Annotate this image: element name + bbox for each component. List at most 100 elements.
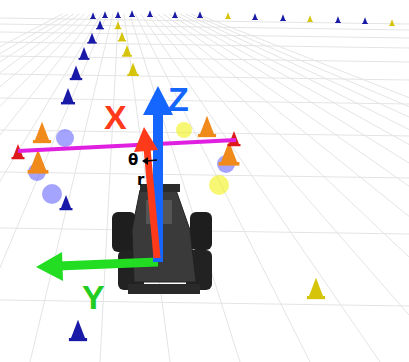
cone-body	[363, 17, 367, 23]
track-cone	[389, 19, 395, 26]
cone-base	[172, 17, 178, 18]
track-cone	[115, 11, 121, 18]
track-cone	[172, 11, 178, 18]
track-cone	[90, 12, 96, 19]
cone-base	[307, 21, 313, 22]
magenta-bar	[18, 140, 236, 151]
grid-line	[0, 14, 96, 362]
cone-base	[198, 134, 216, 137]
cone-body	[173, 11, 177, 17]
theta-arrowhead	[142, 157, 148, 165]
cone-body	[336, 16, 340, 22]
cone-body	[253, 13, 257, 19]
cone-base	[122, 55, 132, 57]
axis-label: Z	[168, 82, 189, 116]
track-cone	[28, 149, 49, 173]
cone-body	[97, 20, 103, 28]
cone-base	[280, 20, 286, 21]
cone-base	[70, 78, 82, 80]
cone-base	[252, 19, 258, 20]
track-cone	[225, 12, 231, 19]
cone-body	[130, 10, 134, 16]
track-cone	[33, 122, 51, 143]
track-cone	[102, 11, 108, 18]
cone-base	[389, 25, 395, 26]
cone-base	[129, 16, 135, 17]
cone-base	[219, 162, 240, 166]
grid-line	[0, 300, 409, 306]
track-cone	[197, 11, 203, 18]
estimate-circle	[209, 175, 229, 195]
axis-label: r	[137, 173, 144, 188]
cone-body	[226, 12, 230, 18]
cone-body	[61, 195, 71, 208]
track-cone	[69, 320, 87, 341]
track-cone	[70, 66, 82, 81]
cone-base	[90, 18, 96, 19]
theta-arrow	[147, 160, 157, 161]
track-cone	[307, 15, 313, 22]
grid-line	[141, 14, 380, 362]
cone-base	[96, 28, 104, 29]
cone-base	[115, 17, 121, 18]
cone-body	[198, 11, 202, 17]
cone-body	[308, 15, 312, 21]
cone-body	[63, 88, 74, 102]
grid-line	[0, 14, 74, 362]
track-cone	[252, 13, 258, 20]
grid-line	[0, 32, 409, 38]
track-cone	[335, 16, 341, 23]
y-arrowhead	[36, 252, 63, 281]
cone-body	[35, 122, 49, 140]
cone-body	[30, 149, 46, 170]
track-cone	[96, 20, 104, 29]
grid-line	[197, 14, 409, 362]
x-axis	[147, 148, 157, 258]
coordinate-axes	[18, 86, 236, 281]
track-cone	[115, 21, 122, 29]
cone-base	[12, 157, 25, 159]
cone-body	[116, 11, 120, 17]
grid-line	[0, 74, 409, 80]
cone-body	[148, 10, 152, 16]
cone-body	[115, 21, 120, 28]
cone-base	[61, 102, 75, 104]
grid-line	[30, 14, 113, 362]
grid-line	[186, 14, 409, 362]
grid-line	[0, 172, 409, 178]
cone-base	[197, 17, 203, 18]
axis-label: θ	[128, 153, 138, 168]
cone-body	[88, 33, 95, 42]
track-cone	[280, 14, 286, 21]
cone-base	[33, 140, 51, 143]
cone-base	[147, 16, 153, 17]
axis-label: X	[104, 100, 127, 134]
cone-base	[362, 23, 368, 24]
track-markers	[12, 10, 395, 341]
cone-base	[118, 40, 126, 41]
track-cone	[127, 63, 138, 76]
wheel	[190, 212, 212, 250]
grid-line	[163, 14, 409, 362]
cone-base	[28, 170, 49, 174]
cone-base	[102, 17, 108, 18]
grid-line	[174, 14, 409, 362]
cone-base	[115, 28, 122, 29]
cone-body	[281, 14, 285, 20]
grid-line	[191, 14, 409, 362]
cone-body	[200, 116, 214, 134]
cone-base	[79, 58, 90, 60]
grid-line	[130, 14, 240, 362]
cone-body	[91, 12, 95, 18]
cone-base	[225, 18, 231, 19]
track-cone	[61, 88, 75, 104]
track-cone	[87, 33, 96, 44]
grid-line	[146, 14, 409, 362]
track-cone	[118, 32, 126, 42]
y-axis	[58, 262, 158, 266]
track-cone	[147, 10, 153, 17]
track-cone	[122, 45, 132, 57]
cone-base	[127, 74, 138, 76]
